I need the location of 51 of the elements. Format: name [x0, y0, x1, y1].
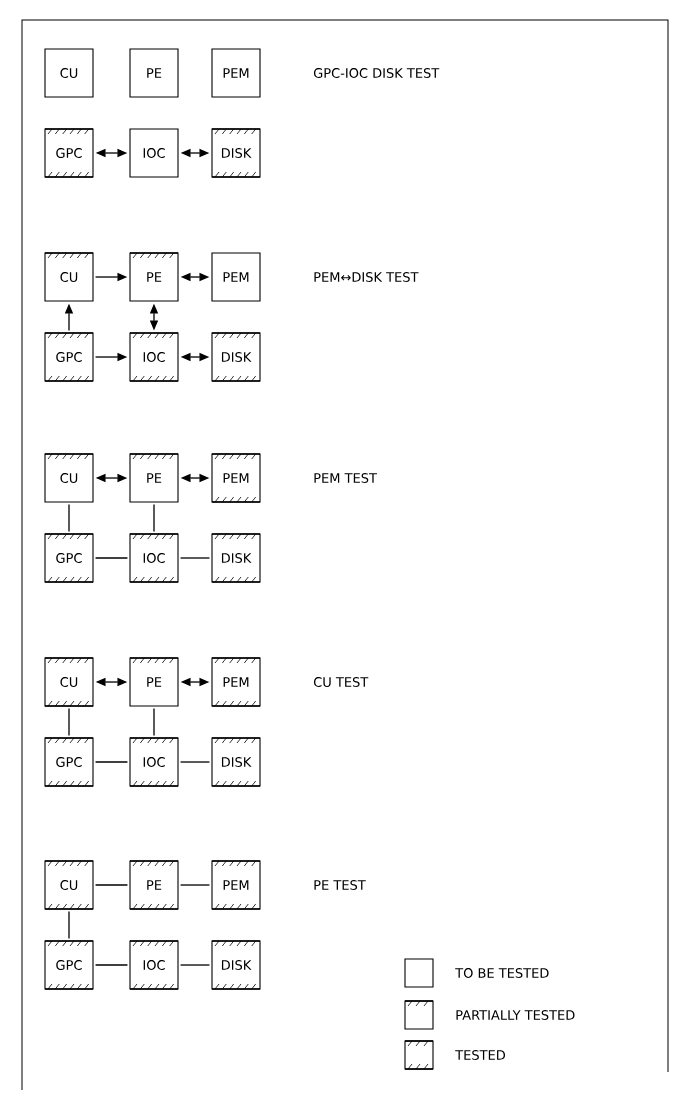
connector-line — [179, 761, 211, 763]
connector-line — [68, 503, 70, 533]
test-title: GPC-IOC DISK TEST — [313, 68, 440, 78]
partially-tested-box: PE — [129, 657, 179, 707]
tested-box: PEM — [211, 453, 261, 503]
tested-box: DISK — [211, 332, 261, 382]
connector-line — [179, 964, 211, 966]
tested-box: DISK — [211, 737, 261, 787]
untested-box: IOC — [129, 128, 179, 178]
tested-box: CU — [44, 657, 94, 707]
tested-box: GPC — [44, 332, 94, 382]
tested-box: CU — [44, 860, 94, 910]
tested-box: GPC — [44, 737, 94, 787]
tested-box: DISK — [211, 940, 261, 990]
untested-box: CU — [44, 48, 94, 98]
test-title: PE TEST — [314, 880, 366, 890]
test-title: PEM↔DISK TEST — [314, 272, 419, 282]
legend-text: PARTIALLY TESTED — [456, 1010, 575, 1020]
partially-tested-box: PE — [129, 252, 179, 302]
tested-box: GPC — [44, 533, 94, 583]
tested-box: GPC — [44, 940, 94, 990]
connector-line — [68, 707, 70, 737]
partially-tested-box: PE — [129, 453, 179, 503]
tested-box: DISK — [211, 533, 261, 583]
connector-line — [153, 503, 155, 533]
untested-box: PEM — [211, 252, 261, 302]
test-title: PEM TEST — [314, 473, 377, 483]
tested-box: PE — [129, 860, 179, 910]
tested-box: IOC — [129, 737, 179, 787]
legend-text: TESTED — [455, 1050, 505, 1060]
connector-line — [94, 761, 129, 763]
tested-box: GPC — [44, 128, 94, 178]
tested-box: IOC — [129, 533, 179, 583]
connector-line — [68, 910, 70, 940]
tested-box: IOC — [129, 332, 179, 382]
legend-text: TO BE TESTED — [455, 968, 549, 978]
tested-box: DISK — [211, 128, 261, 178]
connector-line — [179, 557, 211, 559]
partially-tested-box: CU — [44, 252, 94, 302]
connector-line — [94, 884, 129, 886]
connector-line — [94, 557, 129, 559]
untested-box: PEM — [211, 48, 261, 98]
tested-box: IOC — [129, 940, 179, 990]
connector-line — [179, 884, 211, 886]
untested-box: PE — [129, 48, 179, 98]
tested-box: PEM — [211, 860, 261, 910]
connector-line — [94, 964, 129, 966]
test-title: CU TEST — [313, 677, 369, 687]
partially-tested-box: CU — [44, 453, 94, 503]
tested-box: PEM — [211, 657, 261, 707]
connector-line — [153, 707, 155, 737]
